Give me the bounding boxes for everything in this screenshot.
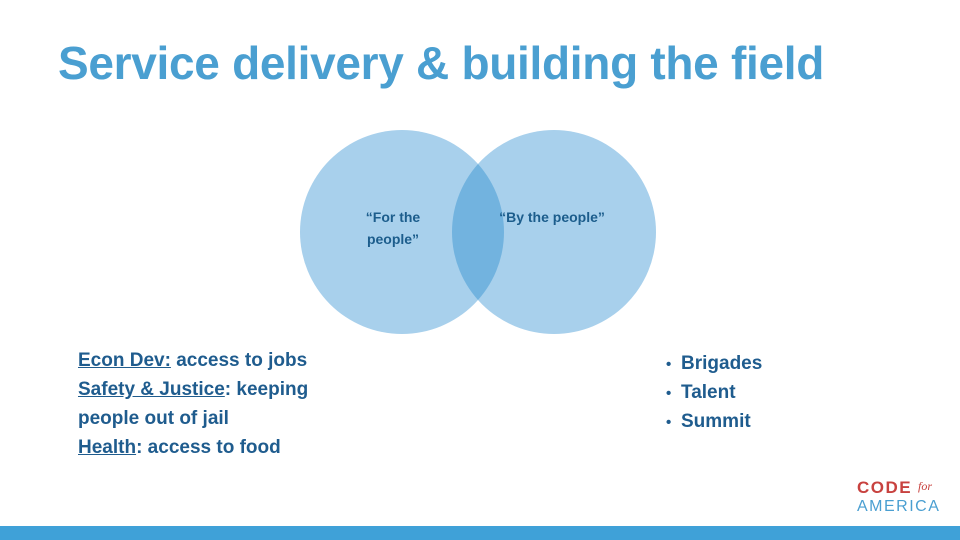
list-item-key: Health xyxy=(78,437,137,458)
bullet-icon: • xyxy=(666,356,672,373)
logo-code-text: CODE xyxy=(857,478,913,497)
venn-diagram xyxy=(300,130,656,334)
venn-circle-left xyxy=(300,130,504,334)
code-for-america-logo: CODE for AMERICA xyxy=(855,478,950,522)
list-item-text: Summit xyxy=(681,411,751,432)
logo-america-text: AMERICA xyxy=(857,498,941,515)
venn-label-for-the-people: “For the people” xyxy=(365,209,421,247)
bullet-icon: • xyxy=(666,414,672,431)
slide-title: Service delivery & building the field xyxy=(58,37,825,89)
list-item-summit: • Summit xyxy=(666,408,762,437)
bullet-icon: • xyxy=(666,385,672,402)
list-item-key: Safety & Justice xyxy=(78,379,225,400)
list-item-econ-dev: Econ Dev: access to jobs xyxy=(78,346,378,375)
logo-for-text: for xyxy=(918,479,933,493)
program-areas-list: Econ Dev: access to jobs Safety & Justic… xyxy=(78,346,378,462)
list-item-text: : access to food xyxy=(136,437,281,458)
list-item-talent: • Talent xyxy=(666,379,762,408)
list-item-text: access to jobs xyxy=(170,350,308,371)
list-item-text: people out of jail xyxy=(78,408,229,429)
venn-label-by-the-people: “By the people” xyxy=(499,209,605,225)
venn-circle-right xyxy=(452,130,656,334)
list-item-health: Health: access to food xyxy=(78,433,378,462)
list-item-continuation: people out of jail xyxy=(78,404,378,433)
list-item-key: Econ Dev: xyxy=(78,350,171,371)
list-item-text: : keeping xyxy=(224,379,309,400)
list-item-safety-justice: Safety & Justice: keeping xyxy=(78,375,378,404)
list-item-text: Brigades xyxy=(681,353,763,374)
field-building-list: • Brigades • Talent • Summit xyxy=(666,350,762,437)
footer-bar xyxy=(0,526,960,540)
list-item-text: Talent xyxy=(681,382,736,403)
list-item-brigades: • Brigades xyxy=(666,350,762,379)
